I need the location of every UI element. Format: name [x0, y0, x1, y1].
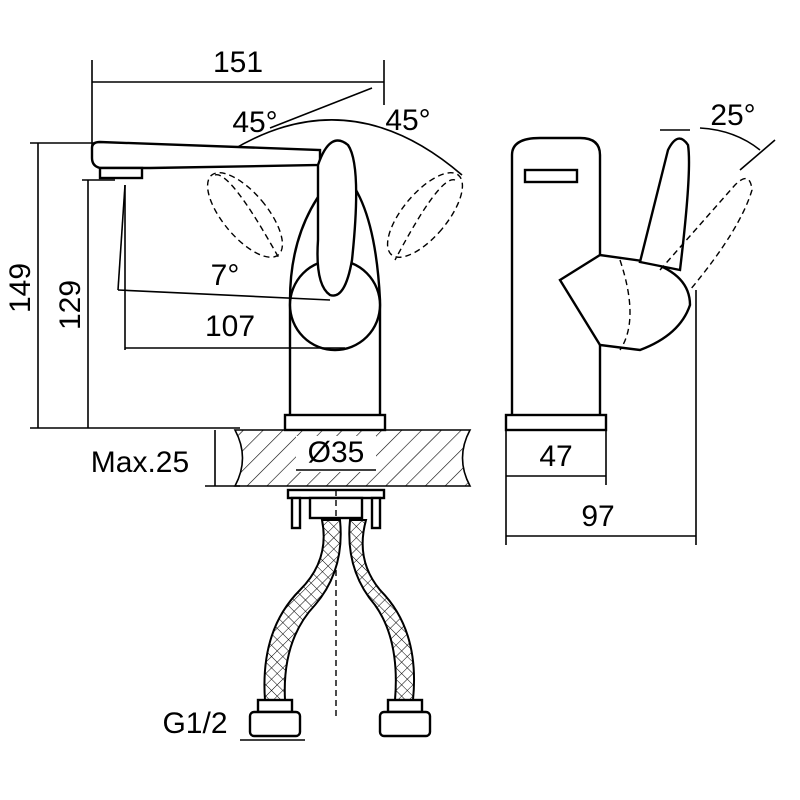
side-view: 25° 47 97 [504, 99, 776, 545]
dimension-overall-width: 151 [91, 46, 385, 150]
dimension-side: 47 97 [505, 290, 697, 545]
spout-reach-label: 107 [205, 310, 255, 343]
overall-width-label: 151 [213, 46, 263, 79]
faucet-body [283, 139, 387, 432]
mounting-hardware [286, 488, 386, 720]
front-view: 151 45° 45° 1 [4, 46, 472, 741]
dimension-handle-angle: 25° [660, 99, 776, 171]
flexible-hoses: G1/2 [162, 519, 432, 741]
dimension-spout-reach: 7° 107 [117, 184, 345, 350]
handle-angle-label: 25° [710, 99, 755, 132]
connection-thread-label: G1/2 [162, 707, 227, 740]
base-depth-label: 47 [539, 440, 572, 473]
swing-angle-right-label: 45° [385, 104, 430, 137]
spout [90, 140, 322, 180]
overall-depth-label: 97 [581, 500, 614, 533]
mount-hole-label: Ø35 [308, 436, 365, 469]
countertop-section: Max.25 Ø35 [91, 429, 472, 487]
spout-tilt-label: 7° [211, 259, 240, 292]
overall-height-label: 149 [4, 263, 37, 313]
spout-height-label: 129 [54, 280, 87, 330]
swing-angle-left-label: 45° [232, 106, 277, 139]
max-countertop-label: Max.25 [91, 446, 189, 479]
dimension-heights: 149 129 [4, 142, 240, 429]
handle-swing-arc: 45° 45° [206, 87, 464, 261]
